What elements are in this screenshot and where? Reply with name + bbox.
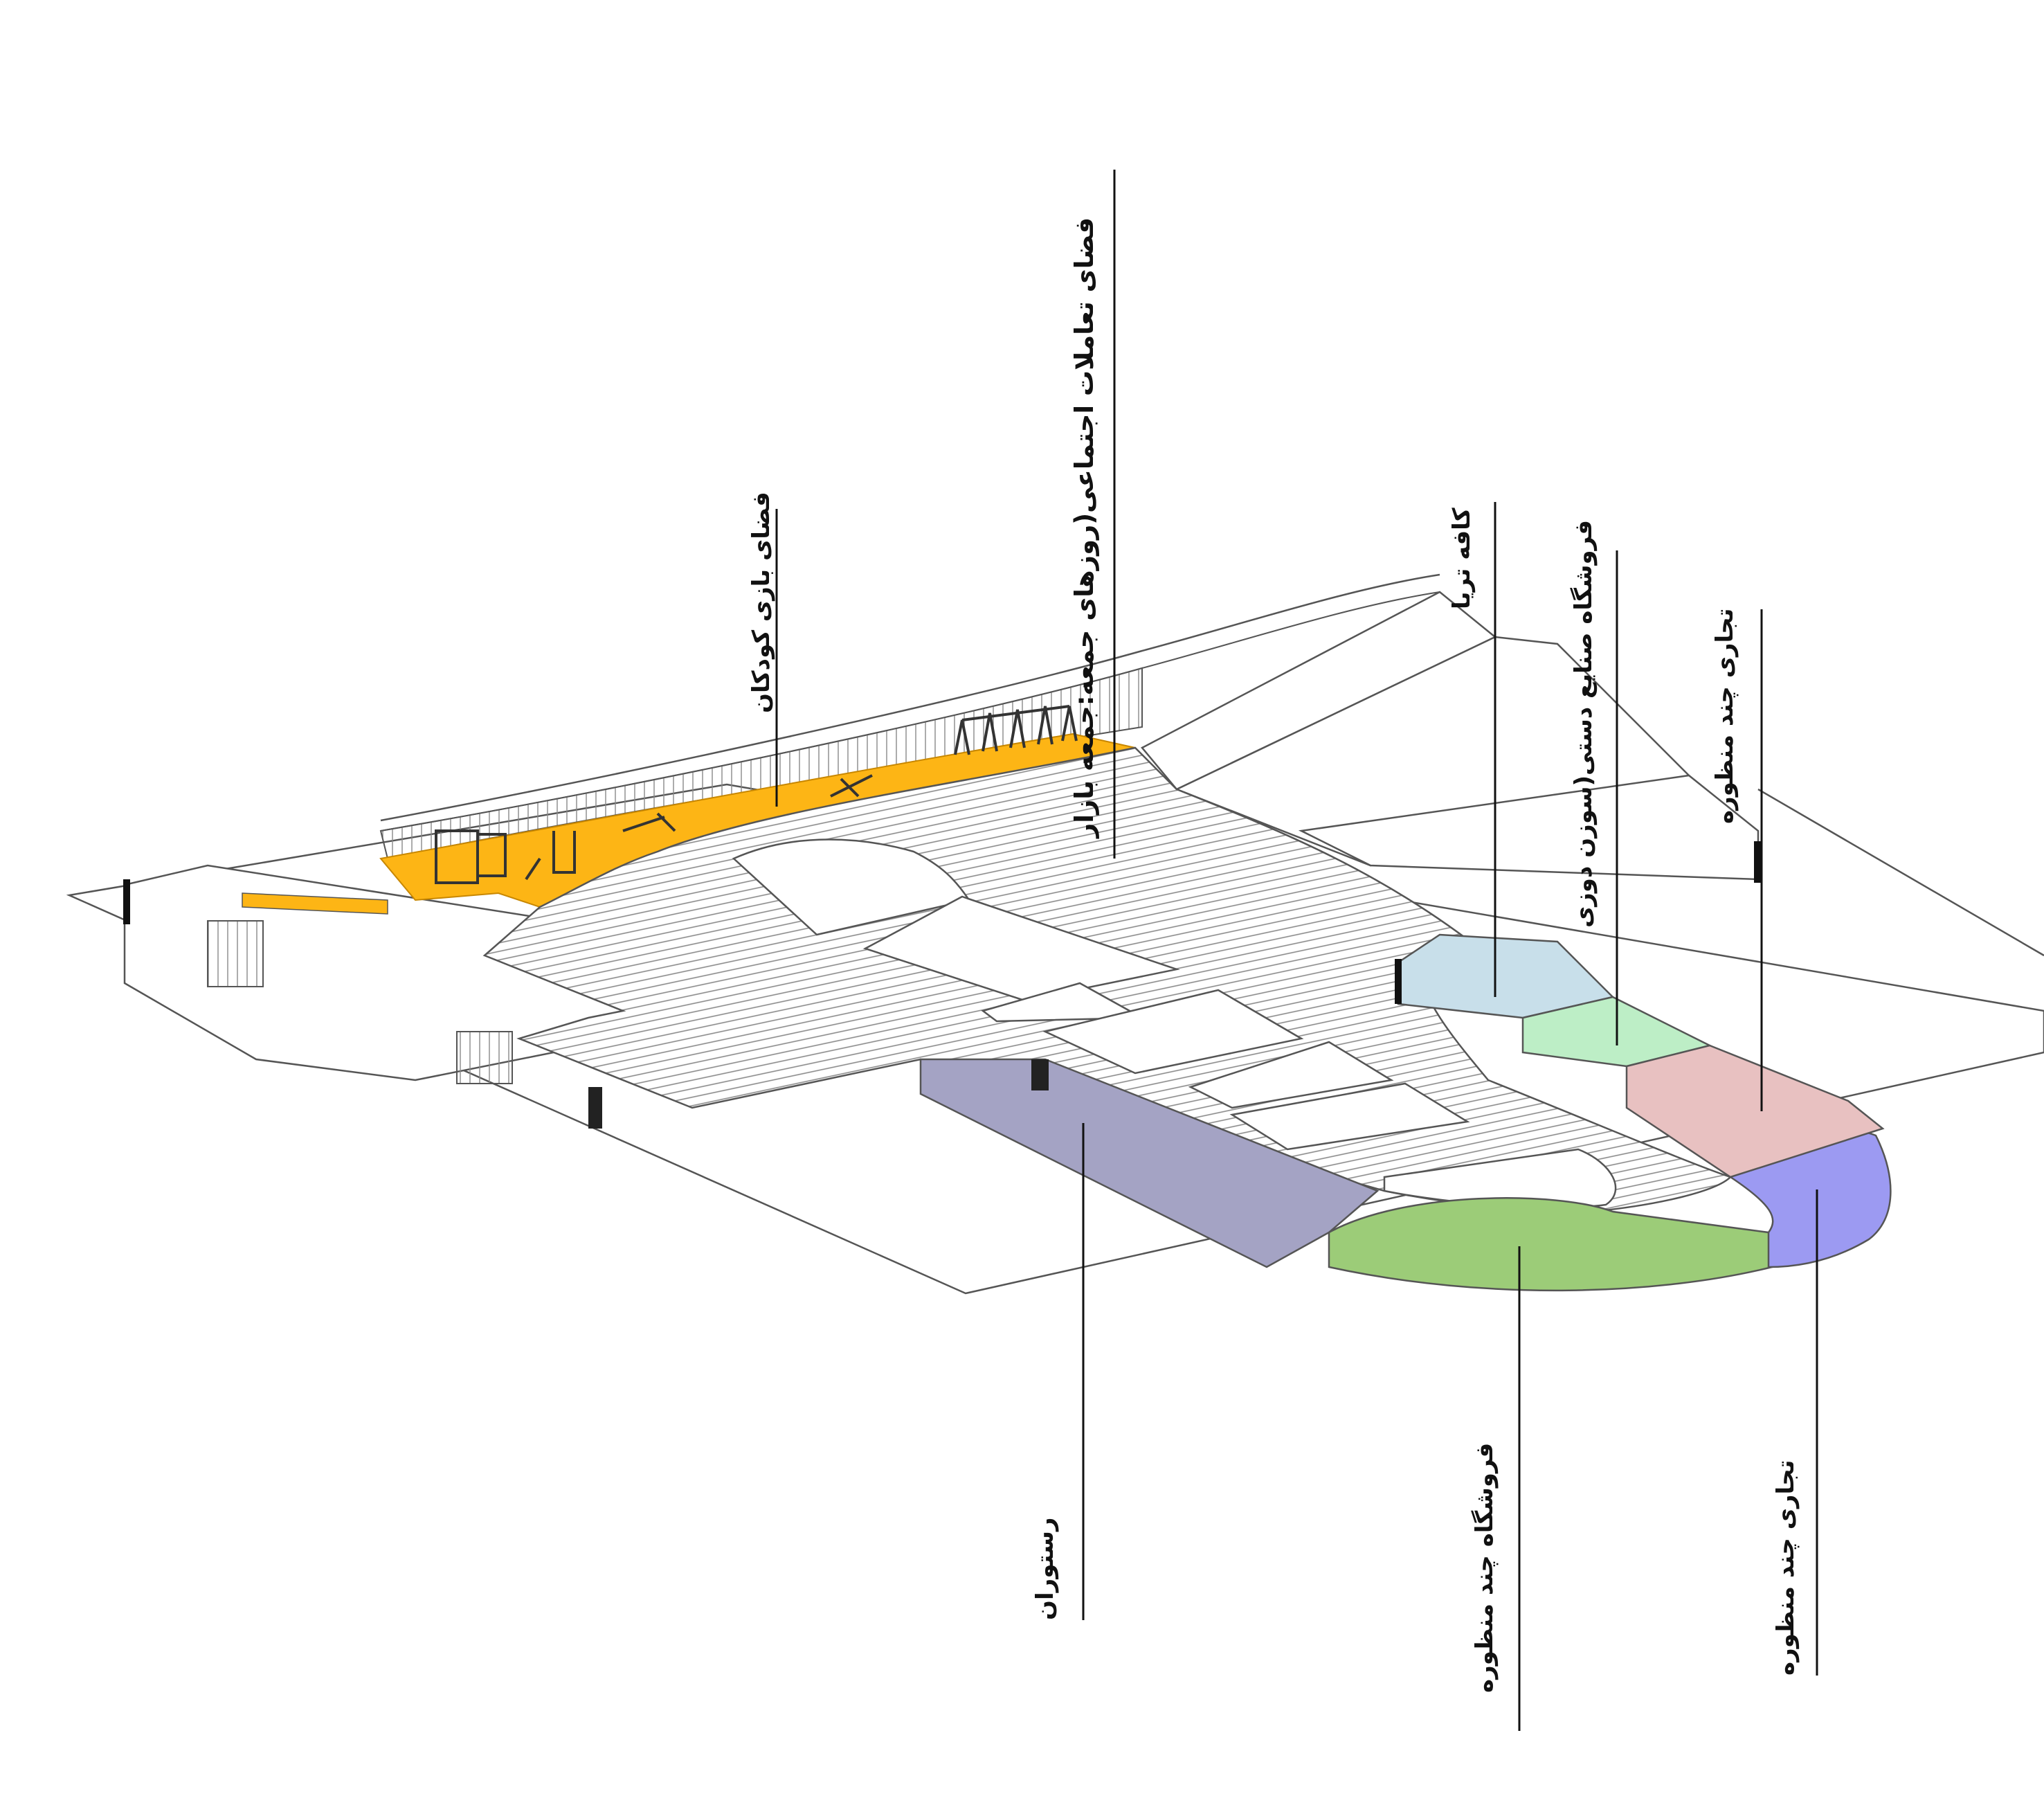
store-multi-block xyxy=(1328,1197,1773,1292)
rear-wall xyxy=(380,573,1440,822)
plaza-voids xyxy=(732,838,1617,1209)
dark-post-cafe xyxy=(1395,959,1402,1004)
leader-lines xyxy=(775,170,1818,1731)
dark-post-left xyxy=(123,879,130,924)
left-ramp xyxy=(242,892,388,915)
left-wall-block xyxy=(207,920,264,987)
left-wall-block-2 xyxy=(456,1031,513,1084)
label-restaurant: رستوران xyxy=(1031,1517,1059,1620)
label-cafeteria: کافه تریا xyxy=(1448,508,1476,609)
dark-post-restaurant xyxy=(1031,1059,1049,1090)
label-social-interaction: فضای تعاملات اجتماعی(روزهای جمعه:جمعه با… xyxy=(1069,217,1099,838)
label-commercial-top: تجاری چند منظوره xyxy=(1711,608,1739,824)
label-commercial-bottom: تجاری چند منظوره xyxy=(1772,1460,1800,1676)
dark-post-upper xyxy=(1754,841,1761,883)
dark-post-front xyxy=(588,1087,602,1129)
label-children-playground: فضای بازی کودکان xyxy=(748,492,775,713)
commercial-pink-block xyxy=(1625,1044,1885,1178)
site-edge-line xyxy=(1757,788,2044,957)
label-handicraft-store: فروشگاه صنایع دستی(سوزن دوزی xyxy=(1570,520,1598,928)
label-multipurpose-store: فروشگاه چند منظوره xyxy=(1471,1442,1499,1693)
playground-equipment xyxy=(435,705,1078,884)
